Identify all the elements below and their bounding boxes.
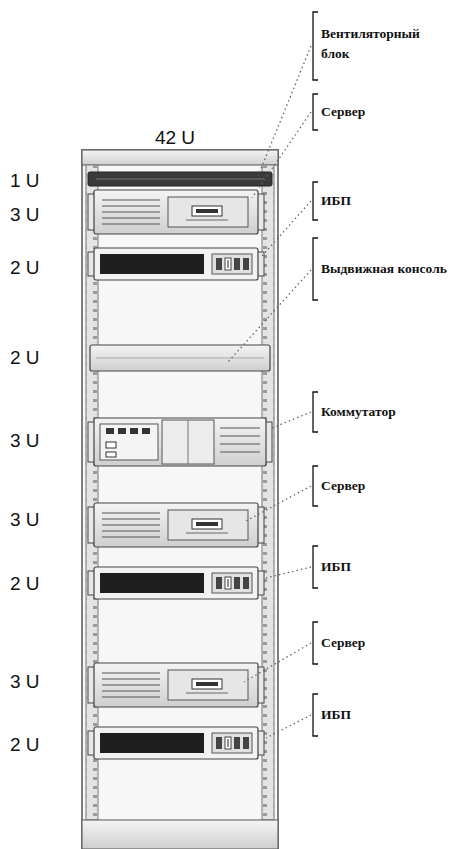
- callout-label: ИБП: [321, 557, 451, 577]
- unit-label: 3 U: [10, 204, 40, 226]
- size-label: 42 U: [155, 127, 195, 149]
- callout-label: ИБП: [321, 705, 451, 725]
- unit-label: 2 U: [10, 573, 40, 595]
- callout-label: Коммутатор: [321, 402, 451, 422]
- server: [88, 503, 264, 547]
- unit-label: 2 U: [10, 257, 40, 279]
- switch: [88, 418, 272, 466]
- fan-unit-line: [96, 179, 264, 180]
- unit-label: 3 U: [10, 509, 40, 531]
- console-line: [96, 358, 264, 359]
- ups: [88, 567, 264, 599]
- unit-label: 3 U: [10, 430, 40, 452]
- unit-label: 3 U: [10, 671, 40, 693]
- callout-label: Выдвижная консоль: [321, 259, 451, 279]
- fan-unit: [88, 172, 272, 186]
- rack-base: [82, 820, 278, 849]
- callout-label: Сервер: [321, 102, 451, 122]
- unit-label: 2 U: [10, 347, 40, 369]
- ups: [88, 248, 264, 280]
- leader-line: [228, 46, 311, 738]
- console: [90, 345, 270, 371]
- callout-label: Сервер: [321, 476, 451, 496]
- server: [88, 663, 264, 707]
- unit-label: 2 U: [10, 734, 40, 756]
- rack-frame: [82, 150, 278, 849]
- rack-top: [82, 150, 278, 165]
- callout-label: Вентиляторный блок: [321, 24, 451, 63]
- callout-bracket: [313, 12, 318, 736]
- server: [88, 190, 264, 234]
- callout-label: Сервер: [321, 633, 451, 653]
- callout-label: ИБП: [321, 191, 451, 211]
- ups: [88, 727, 264, 759]
- unit-label: 1 U: [10, 170, 40, 192]
